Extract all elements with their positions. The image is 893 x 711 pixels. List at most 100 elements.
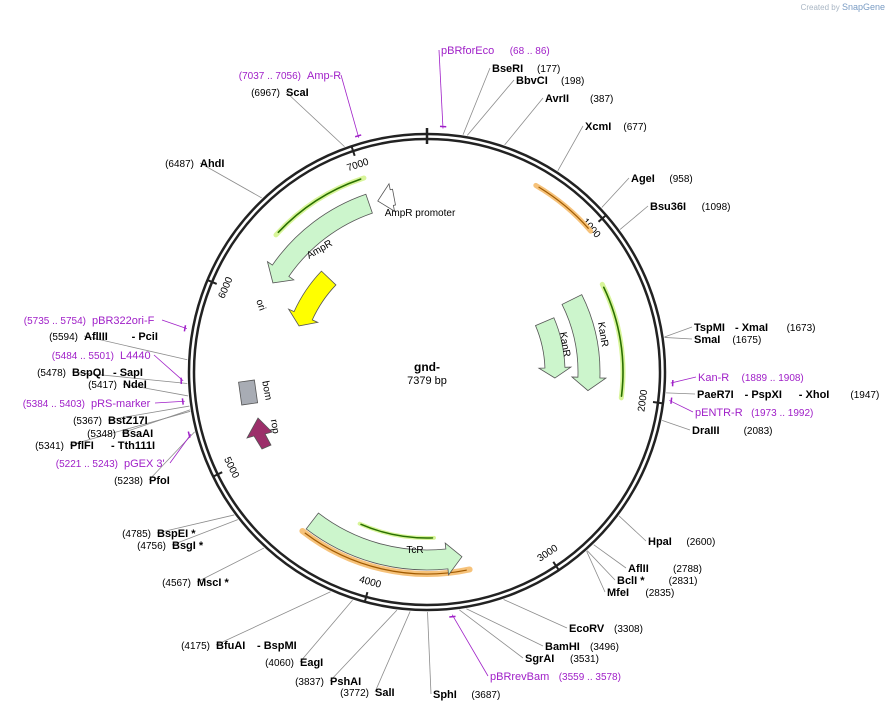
orange-band-lower-line [304, 532, 467, 575]
site-pflfi[interactable]: PflFI [70, 440, 94, 452]
site-xhoi-alt[interactable]: - XhoI [799, 389, 830, 401]
site-bsu36i[interactable]: Bsu36I [650, 201, 686, 213]
site-position-pfoi: (5238) [114, 476, 143, 487]
site-xmai-alt[interactable]: - XmaI [735, 322, 768, 334]
leader-mfei [586, 551, 606, 593]
ori-arrow [287, 270, 337, 327]
site-agei[interactable]: AgeI [631, 173, 655, 185]
tick-mark-3000 [552, 561, 560, 570]
site-sapi-alt[interactable]: - SapI [113, 367, 143, 379]
site-bfuai[interactable]: BfuAI [216, 640, 245, 652]
site-paer7i[interactable]: PaeR7I [697, 389, 734, 401]
site-position-bamhi: (3496) [590, 642, 619, 653]
leader-draiii [661, 419, 691, 431]
tick-mark-7000 [350, 146, 356, 157]
credit-prefix: Created by [800, 3, 840, 12]
feature-label-kanr-3: KanR [557, 331, 572, 358]
leader-aflii [593, 544, 627, 569]
site-xcmi[interactable]: XcmI [585, 121, 611, 133]
primer-kan-r[interactable]: Kan-R [698, 372, 729, 384]
site-pfoi[interactable]: PfoI [149, 475, 170, 487]
primer-leader-pbrrevbam [451, 614, 489, 677]
primer-mark-amp-r [354, 134, 362, 138]
site-position-pflfi: (5341) [35, 441, 64, 452]
site-bstz17i[interactable]: BstZ17I [108, 415, 148, 427]
site-position-bseri: (177) [537, 64, 560, 75]
primer-prs-marker[interactable]: pRS-marker [91, 398, 151, 410]
site-msci[interactable]: MscI * [197, 577, 230, 589]
site-avrii[interactable]: AvrII [545, 93, 569, 105]
tick-mark-6000 [208, 279, 218, 285]
ampr-arrow [266, 193, 373, 284]
tick-label-4000: 4000 [358, 574, 383, 591]
primer-amp-r[interactable]: Amp-R [307, 70, 341, 82]
leader-bspqi [71, 371, 188, 384]
site-pshai[interactable]: PshAI [330, 676, 361, 688]
rop-arrow [246, 417, 273, 450]
leader-eagi [299, 599, 353, 663]
site-bcli[interactable]: BclI * [617, 575, 645, 587]
snapgene-credit: Created by SnapGene [801, 2, 885, 12]
site-tspmi[interactable]: TspMI [694, 322, 725, 334]
site-position-pshai: (3837) [295, 677, 324, 688]
site-bbvci[interactable]: BbvCI [516, 75, 548, 87]
site-position-sali: (3772) [340, 688, 369, 699]
site-hpai[interactable]: HpaI [648, 536, 672, 548]
site-smai[interactable]: SmaI [694, 334, 720, 346]
leader-ahdi [199, 162, 262, 199]
site-bspmi-alt[interactable]: - BspMI [257, 640, 297, 652]
leader-ecorv [503, 599, 568, 629]
site-scai[interactable]: ScaI [286, 87, 309, 99]
primer-pgex-3[interactable]: pGEX 3' [124, 458, 165, 470]
site-bseri[interactable]: BseRI [492, 63, 523, 75]
site-eagi[interactable]: EagI [300, 657, 323, 669]
feature-label-kanr-2: KanR [595, 321, 610, 348]
site-draiii[interactable]: DraIII [692, 425, 720, 437]
site-position-sphi: (3687) [471, 690, 500, 701]
primer-pbr322ori-f[interactable]: pBR322ori-F [92, 315, 155, 327]
site-position-msci: (4567) [162, 578, 191, 589]
site-position-agei: (958) [669, 174, 692, 185]
primer-leader-pgex-3 [169, 433, 192, 464]
site-aflii[interactable]: AflII [628, 563, 649, 575]
primer-l4440[interactable]: L4440 [120, 350, 151, 362]
primer-range-pgex-3: (5221 .. 5243) [56, 459, 118, 470]
site-position-mfei: (2835) [645, 588, 674, 599]
site-bsaai[interactable]: BsaAI [122, 428, 153, 440]
site-mfei[interactable]: MfeI [607, 587, 629, 599]
plasmid-title: gnd- 7379 bp [407, 360, 447, 387]
site-bsgi[interactable]: BsgI * [172, 540, 204, 552]
site-position-ahdi: (6487) [165, 159, 194, 170]
site-bspqi[interactable]: BspQI [72, 367, 104, 379]
leader-sali [374, 611, 411, 693]
leader-bsu36i [619, 205, 649, 230]
site-ahdi[interactable]: AhdI [200, 158, 224, 170]
site-pspxi-alt[interactable]: - PspXI [745, 389, 782, 401]
site-bamhi[interactable]: BamHI [545, 641, 580, 653]
primer-range-l4440: (5484 .. 5501) [52, 351, 114, 362]
site-sali[interactable]: SalI [375, 687, 395, 699]
primer-pbrrevbam[interactable]: pBRrevBam [490, 671, 549, 683]
feature-label-rop-7: rop [268, 418, 281, 435]
primer-pentr-r[interactable]: pENTR-R [695, 407, 743, 419]
plasmid-size: 7379 bp [407, 375, 447, 387]
site-afliii[interactable]: AflIII [84, 331, 108, 343]
site-sphi[interactable]: SphI [433, 689, 457, 701]
primer-pbrforeco[interactable]: pBRforEco [441, 45, 494, 57]
site-position-bspei: (4785) [122, 529, 151, 540]
site-ndei[interactable]: NdeI [123, 379, 147, 391]
primer-mark-pentr-r [670, 397, 673, 404]
leader-bspei [156, 514, 235, 534]
tick-mark-5000 [213, 471, 223, 478]
feature-label-tcr-4: TcR [406, 545, 423, 556]
site-ecorv[interactable]: EcoRV [569, 623, 605, 635]
site-sgrai[interactable]: SgrAI [525, 653, 554, 665]
site-pcii-alt[interactable]: - PciI [132, 331, 158, 343]
site-bspei[interactable]: BspEI * [157, 528, 196, 540]
leader-bstz17i [107, 405, 190, 421]
site-tth111i-alt[interactable]: - Tth111I [111, 440, 155, 452]
site-position-avrii: (387) [590, 94, 613, 105]
feature-label-ampr-promoter-1: AmpR promoter [385, 208, 456, 219]
primer-leader-pbr322ori-f [161, 319, 188, 330]
